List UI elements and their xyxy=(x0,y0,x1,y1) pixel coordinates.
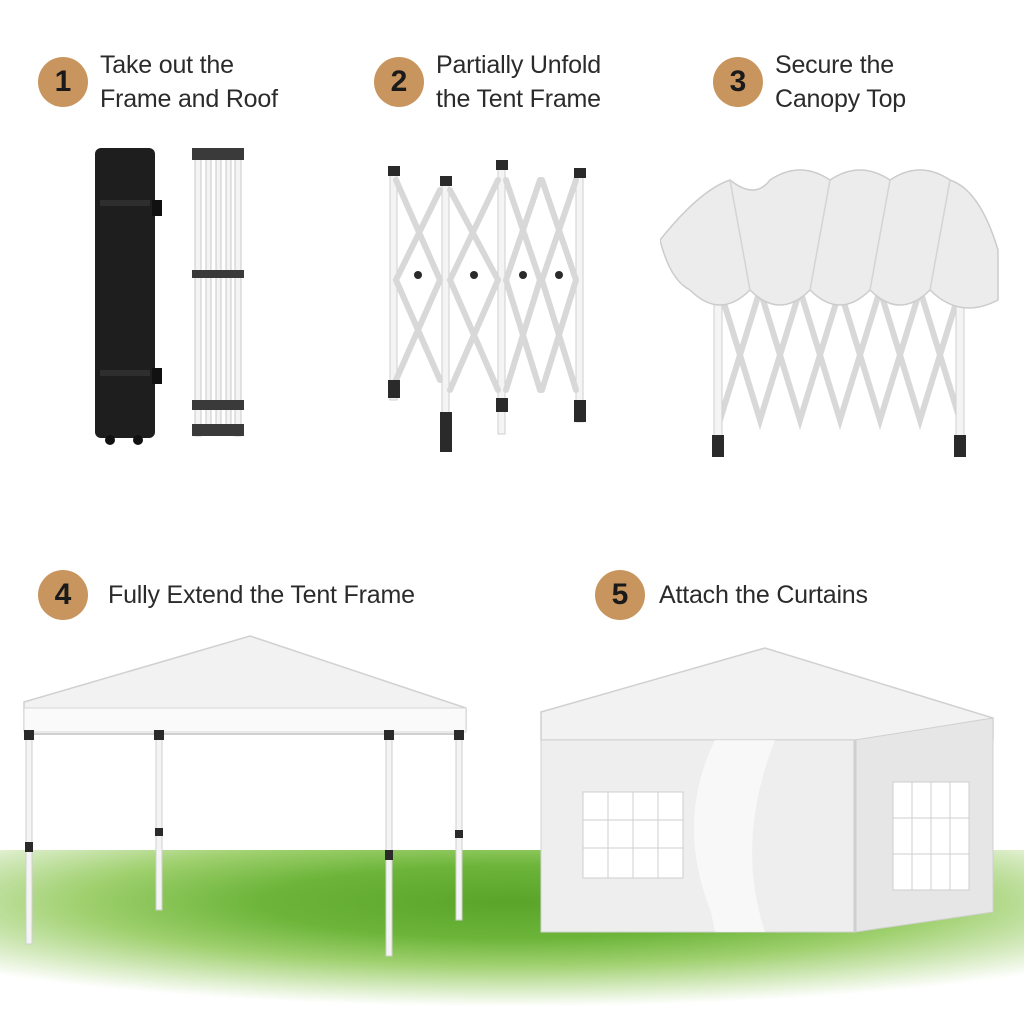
canopy-fabric xyxy=(660,169,999,309)
step-3-header: 3 Secure the Canopy Top xyxy=(713,48,906,116)
folded-frame xyxy=(192,148,244,437)
step-2-header: 2 Partially Unfold the Tent Frame xyxy=(374,48,601,116)
step-1-header: 1 Take out the Frame and Roof xyxy=(38,48,278,116)
step-1-badge: 1 xyxy=(38,57,88,107)
step-5-title: Attach the Curtains xyxy=(659,581,868,609)
step-4-header: 4 Fully Extend the Tent Frame xyxy=(38,570,415,620)
canopy-roof xyxy=(540,647,994,741)
step-4-title: Fully Extend the Tent Frame xyxy=(108,581,415,609)
storage-bag xyxy=(95,148,155,438)
step-2-badge: 2 xyxy=(374,57,424,107)
fully-extended-canopy-image xyxy=(23,635,467,957)
step-1-title: Take out the Frame and Roof xyxy=(100,51,278,113)
step-3-title: Secure the Canopy Top xyxy=(775,51,906,113)
canopy-with-curtains-image xyxy=(540,647,994,933)
step-4-badge: 4 xyxy=(38,570,88,620)
window-side xyxy=(892,781,970,891)
partially-unfolded-frame-image xyxy=(388,160,586,452)
frame-with-canopy-image xyxy=(660,169,999,457)
step-5-header: 5 Attach the Curtains xyxy=(595,570,868,620)
storage-bag-and-folded-frame-image xyxy=(95,148,244,445)
step-3-badge: 3 xyxy=(713,57,763,107)
step-5-badge: 5 xyxy=(595,570,645,620)
window-front xyxy=(582,791,684,879)
step-2-title: Partially Unfold the Tent Frame xyxy=(436,51,601,113)
